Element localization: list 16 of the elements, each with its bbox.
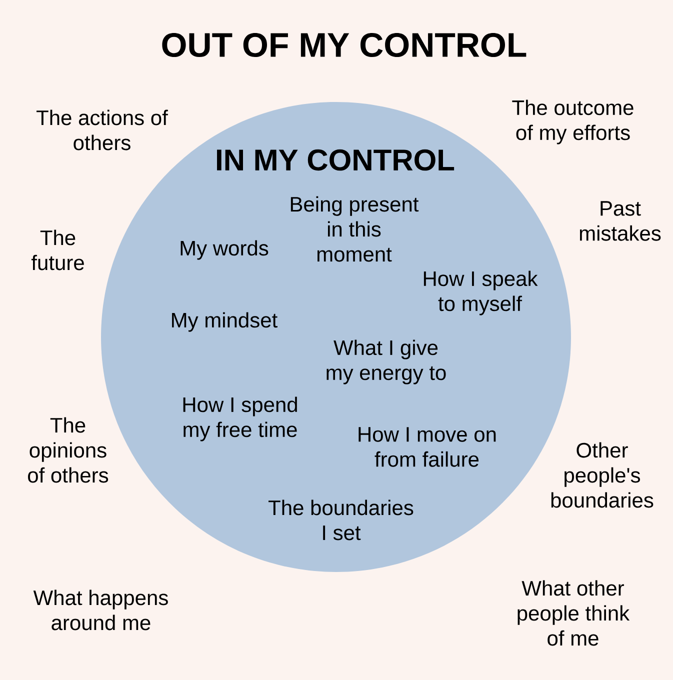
outer-label: What other people think of me (518, 580, 630, 646)
circle-label: My words (180, 240, 268, 260)
outer-label: What happens around me (33, 590, 168, 630)
circle-label: Being present in this moment (290, 196, 419, 262)
circle-label: My mindset (172, 312, 278, 332)
circle-label: How I speak to myself (424, 270, 538, 316)
title: OUT OF MY CONTROL (162, 32, 526, 58)
circle-label: The boundaries I set (268, 500, 414, 540)
circle-label: How I spend my free time (183, 396, 297, 442)
outer-label: Other people's boundaries (551, 442, 654, 508)
circle-label: How I move on from failure (358, 427, 496, 467)
outer-label: The outcome of my efforts (512, 100, 634, 144)
outer-label: The actions of others (36, 110, 168, 150)
outer-label: The opinions of others (28, 417, 108, 483)
circle-heading: IN MY CONTROL (217, 149, 454, 171)
circle-label: What I give my energy to (326, 340, 446, 384)
